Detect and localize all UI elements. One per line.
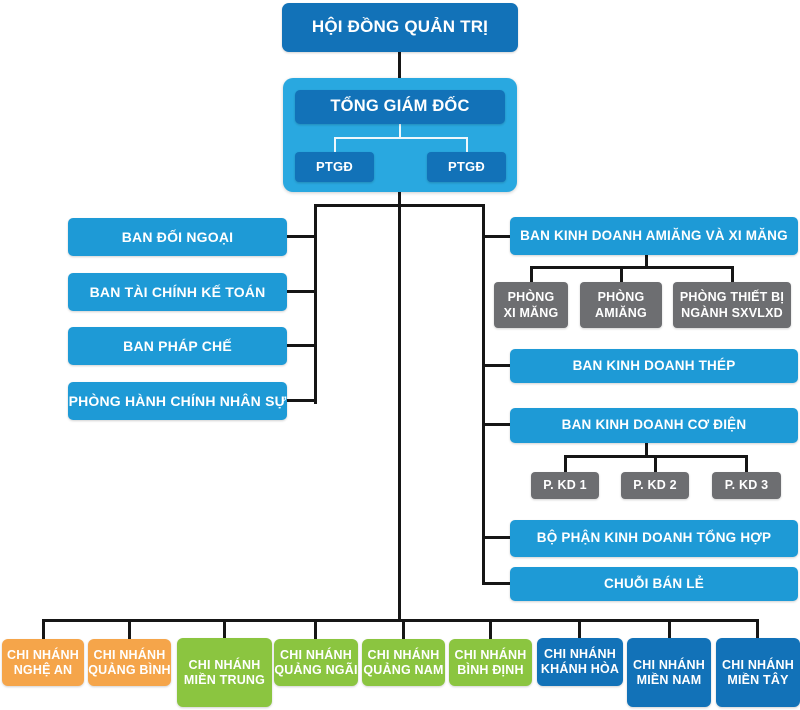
node-dept-finance-accounting: BAN TÀI CHÍNH KẾ TOÁN: [68, 273, 287, 311]
connector-amiang-horizontal: [530, 266, 734, 269]
connector-left-stub-4: [287, 399, 315, 402]
connector-branch-stub-6: [489, 621, 492, 639]
node-branch-nghe-an: CHI NHÁNH NGHỆ AN: [2, 639, 84, 686]
connector-right-vertical: [482, 204, 485, 585]
connector-branch-stub-7: [578, 621, 581, 639]
connector-right-stub-5: [485, 582, 511, 585]
connector-deputy-stub-2: [466, 137, 468, 152]
node-deputy-director-2: PTGĐ: [427, 152, 506, 182]
node-branch-quang-binh: CHI NHÁNH QUẢNG BÌNH: [88, 639, 171, 686]
connector-branch-stub-5: [402, 621, 405, 639]
connector-deputies-horizontal: [334, 137, 468, 139]
node-general-director: TỔNG GIÁM ĐỐC: [295, 90, 505, 124]
node-branch-quang-ngai: CHI NHÁNH QUẢNG NGÃI: [274, 639, 358, 686]
connector-right-stub-4: [485, 536, 511, 539]
connector-codien-child-stub-3: [745, 455, 748, 472]
connector-branch-stub-3: [223, 621, 226, 639]
node-branch-mien-tay: CHI NHÁNH MIỀN TÂY: [716, 638, 800, 707]
connector-branch-stub-9: [756, 621, 759, 639]
node-room-asbestos: PHÒNG AMIĂNG: [580, 282, 662, 328]
connector-right-stub-1: [485, 235, 511, 238]
connector-branch-stub-2: [128, 621, 131, 639]
node-dept-retail-chain: CHUỖI BÁN LẺ: [510, 567, 798, 601]
node-dept-admin-hr: PHÒNG HÀNH CHÍNH NHÂN SỰ: [68, 382, 287, 420]
connector-branch-stub-4: [314, 621, 317, 639]
node-board-of-directors: HỘI ĐỒNG QUẢN TRỊ: [282, 3, 518, 52]
node-deputy-director-1: PTGĐ: [295, 152, 374, 182]
node-dept-asbestos-cement: BAN KINH DOANH AMIĂNG VÀ XI MĂNG: [510, 217, 798, 255]
connector-branch-stub-8: [668, 621, 671, 639]
node-dept-electromechanical: BAN KINH DOANH CƠ ĐIỆN: [510, 408, 798, 443]
connector-codien-child-stub-2: [654, 455, 657, 472]
connector-deputy-stub-1: [334, 137, 336, 152]
connector-main-trunk: [398, 190, 401, 621]
connector-amiang-child-stub-3: [731, 266, 734, 282]
connector-branch-stub-1: [42, 621, 45, 639]
connector-amiang-down: [645, 255, 648, 268]
connector-left-stub-3: [287, 344, 315, 347]
connector-left-stub-2: [287, 290, 315, 293]
node-branch-quang-nam: CHI NHÁNH QUẢNG NAM: [362, 639, 445, 686]
node-room-pkd2: P. KD 2: [621, 472, 689, 499]
node-room-pkd1: P. KD 1: [531, 472, 599, 499]
connector-right-stub-2: [485, 364, 511, 367]
node-branch-mien-nam: CHI NHÁNH MIỀN NAM: [627, 638, 711, 707]
connector-ceo-down: [399, 122, 401, 139]
node-branch-khanh-hoa: CHI NHÁNH KHÁNH HÒA: [537, 638, 623, 686]
connector-codien-child-stub-1: [564, 455, 567, 472]
node-dept-steel: BAN KINH DOANH THÉP: [510, 349, 798, 383]
connector-branches-horizontal: [42, 619, 759, 622]
connector-codien-down: [645, 443, 648, 457]
connector-right-stub-3: [485, 423, 511, 426]
node-room-equipment-sxvlxd: PHÒNG THIẾT BỊ NGÀNH SXVLXD: [673, 282, 791, 328]
node-branch-binh-dinh: CHI NHÁNH BÌNH ĐỊNH: [449, 639, 532, 686]
connector-left-stub-1: [287, 235, 315, 238]
node-dept-external-relations: BAN ĐỐI NGOẠI: [68, 218, 287, 256]
node-dept-legal: BAN PHÁP CHẾ: [68, 327, 287, 365]
connector-amiang-child-stub-1: [530, 266, 533, 282]
node-room-cement: PHÒNG XI MĂNG: [494, 282, 568, 328]
connector-cross-horizontal: [314, 204, 485, 207]
connector-amiang-child-stub-2: [620, 266, 623, 282]
node-branch-mien-trung: CHI NHÁNH MIỀN TRUNG: [177, 638, 272, 707]
connector-left-vertical: [314, 204, 317, 404]
connector-board-to-ceo-group: [398, 52, 401, 78]
node-dept-general-business: BỘ PHẬN KINH DOANH TỔNG HỢP: [510, 520, 798, 557]
node-room-pkd3: P. KD 3: [712, 472, 781, 499]
